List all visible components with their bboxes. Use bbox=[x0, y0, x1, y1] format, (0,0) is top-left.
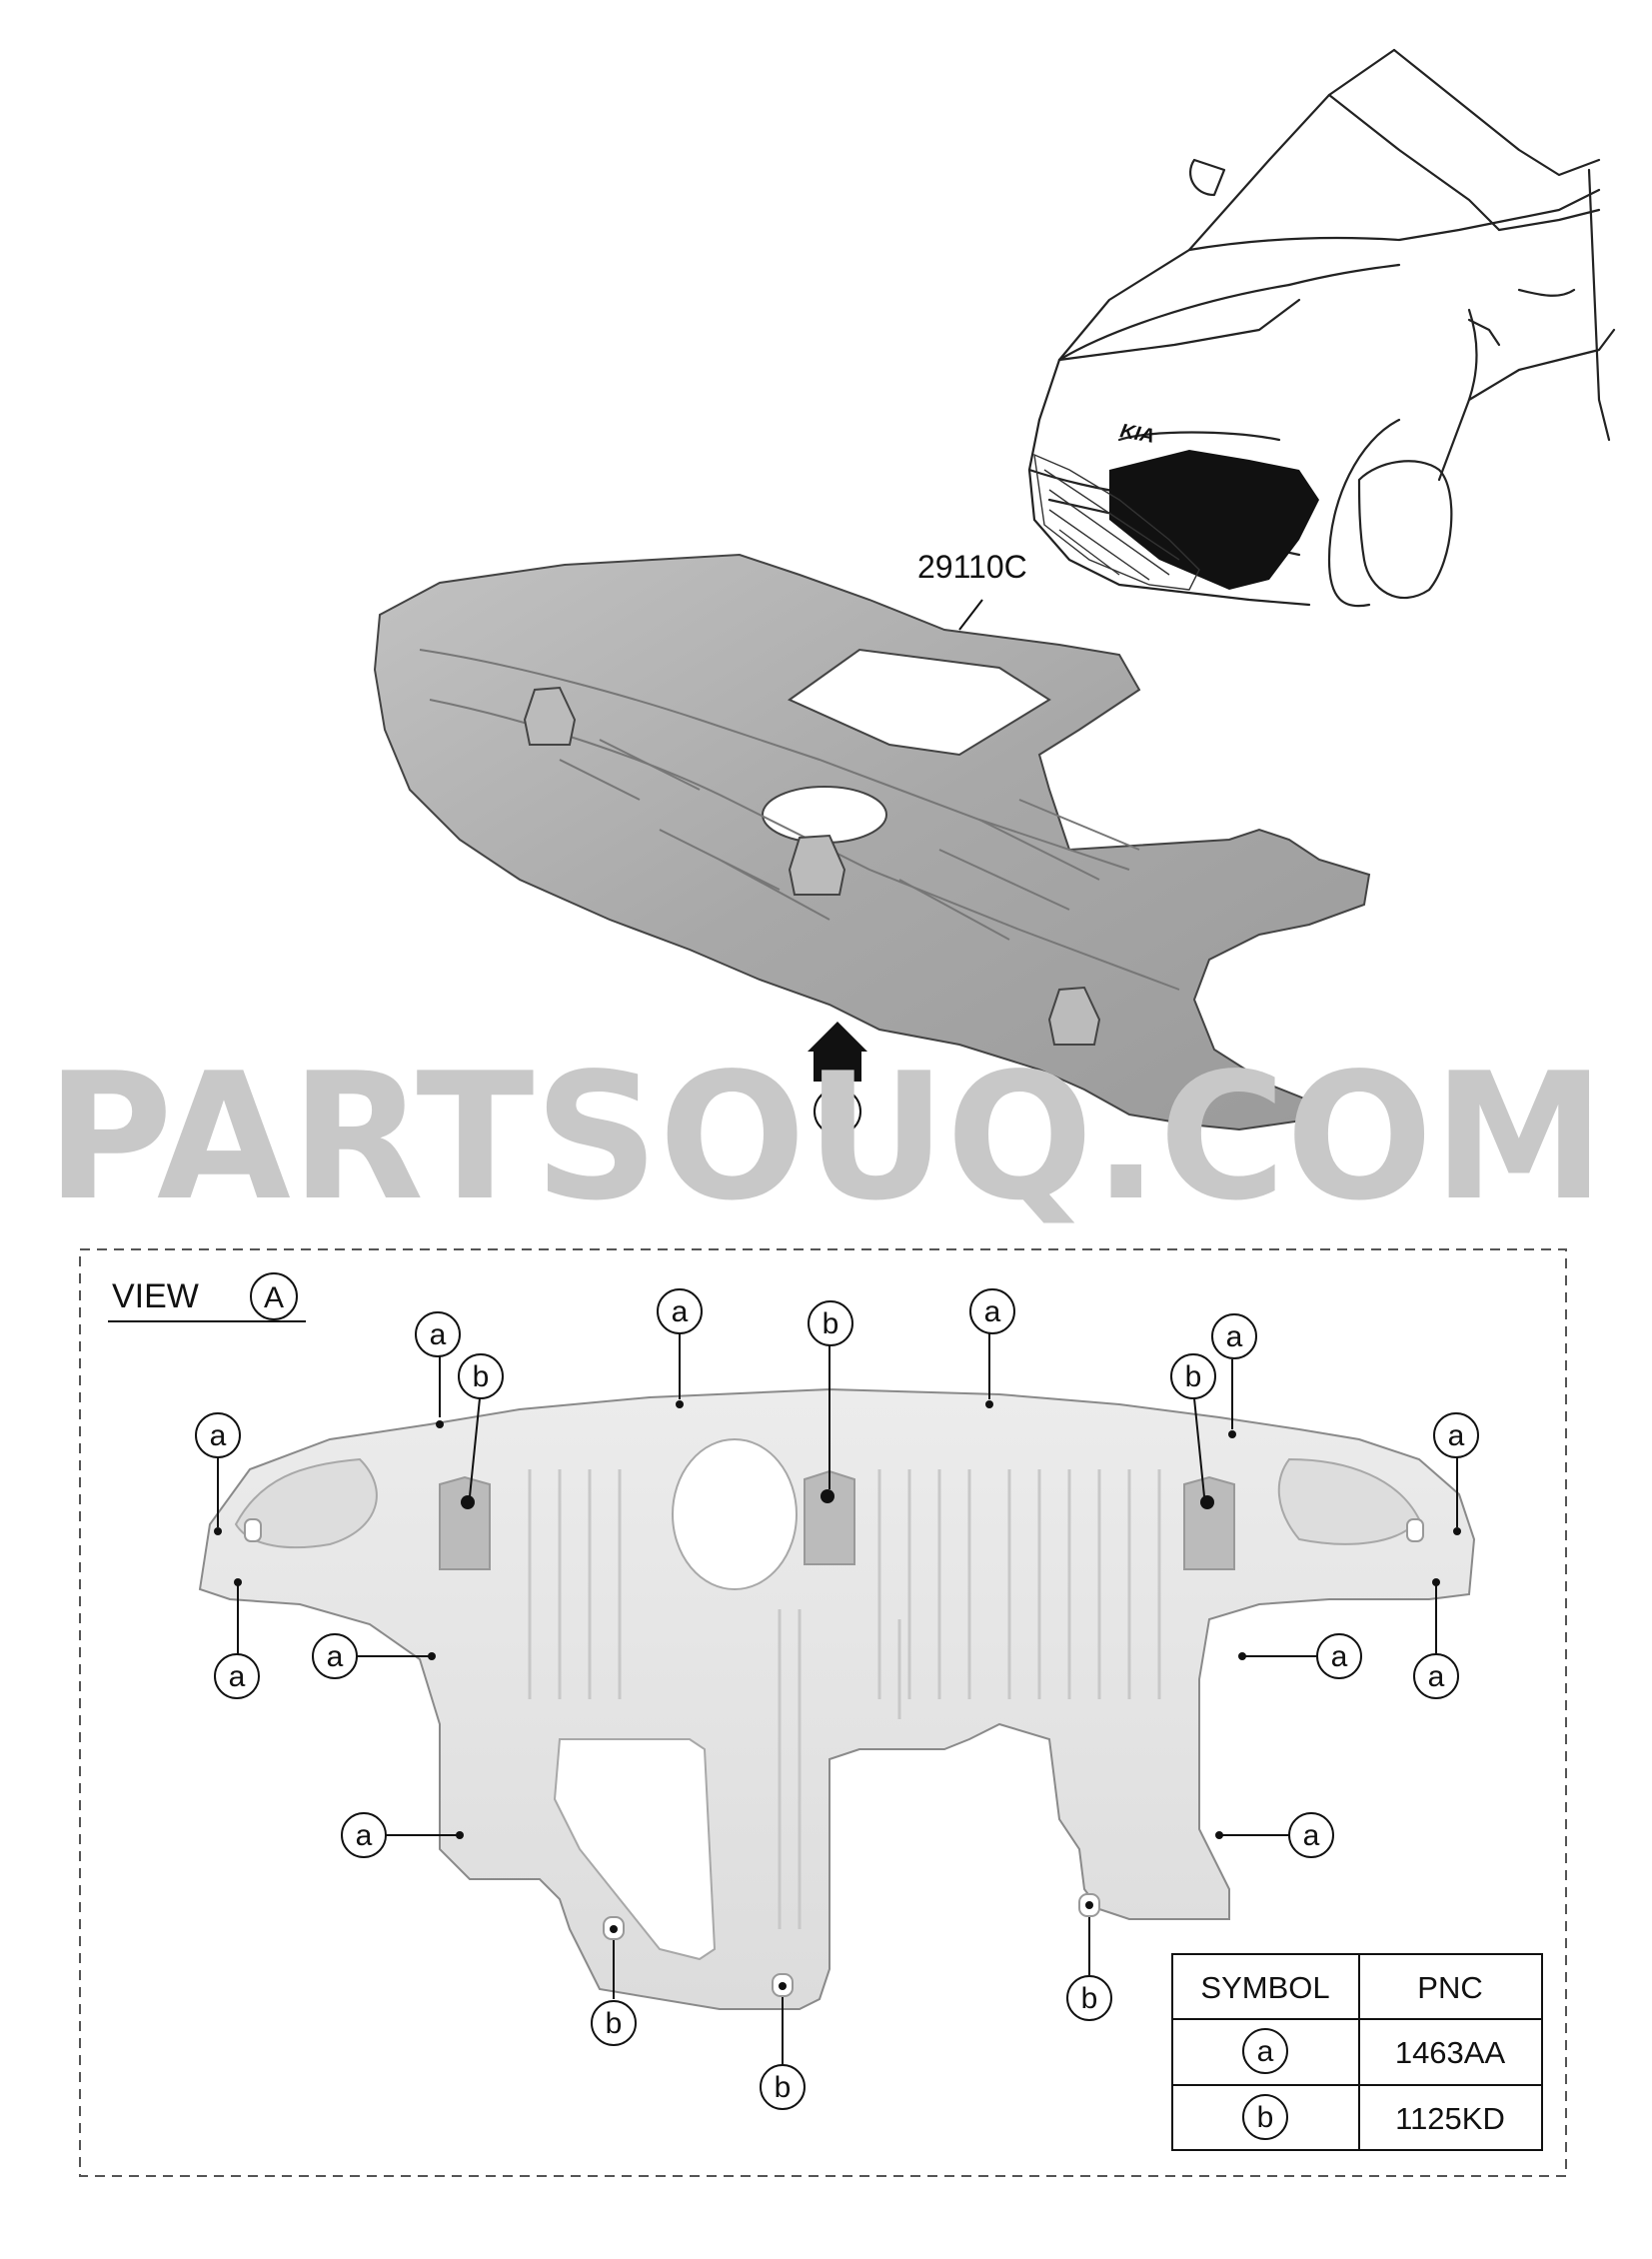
callout-a: a bbox=[1221, 1812, 1334, 1858]
svg-text:A: A bbox=[827, 1097, 847, 1130]
vehicle-location-illustration bbox=[1027, 48, 1616, 608]
callout-b: b bbox=[1066, 1909, 1112, 2021]
under-cover-bottom-view bbox=[198, 1387, 1476, 2010]
legend-symbol-b: b bbox=[1257, 2101, 1274, 2134]
svg-text:a: a bbox=[1226, 1320, 1243, 1353]
legend-header-symbol: SYMBOL bbox=[1200, 1970, 1329, 2005]
svg-text:b: b bbox=[606, 2007, 623, 2040]
watermark: PARTSOUQ.COM bbox=[46, 1037, 1605, 1239]
callout-a: a bbox=[1433, 1412, 1479, 1527]
svg-text:VIEW: VIEW bbox=[112, 1277, 199, 1315]
callout-b: b bbox=[808, 1300, 853, 1489]
svg-text:b: b bbox=[1081, 1982, 1098, 2015]
callout-b: b bbox=[1170, 1353, 1216, 1497]
legend-table: SYMBOL PNC a 1463AA b 1125KD bbox=[1171, 1953, 1543, 2151]
callout-a: a bbox=[415, 1311, 461, 1417]
front-grille bbox=[1033, 453, 1200, 591]
under-cover-3d-view bbox=[373, 553, 1371, 1131]
callout-a: a bbox=[657, 1288, 703, 1399]
kia-logo: KIA bbox=[1118, 420, 1156, 448]
callout-a: a bbox=[214, 1585, 260, 1699]
callout-b: b bbox=[591, 1934, 637, 2046]
svg-text:a: a bbox=[430, 1318, 447, 1351]
svg-text:b: b bbox=[1185, 1360, 1202, 1393]
callout-a: a bbox=[1211, 1313, 1257, 1429]
svg-text:KIA: KIA bbox=[1118, 420, 1156, 448]
fastener-b-callouts: b b b b b b bbox=[458, 1300, 1216, 2110]
svg-text:a: a bbox=[327, 1640, 344, 1673]
svg-text:A: A bbox=[264, 1281, 284, 1314]
svg-text:a: a bbox=[229, 1660, 246, 1693]
part-number-callout: 29110C bbox=[917, 549, 1027, 631]
svg-text:a: a bbox=[984, 1295, 1001, 1328]
svg-text:a: a bbox=[1448, 1419, 1465, 1452]
callout-a: a bbox=[312, 1633, 430, 1679]
svg-text:a: a bbox=[1331, 1640, 1348, 1673]
view-marker: A bbox=[814, 1088, 861, 1135]
callout-a: a bbox=[195, 1412, 241, 1527]
svg-text:a: a bbox=[672, 1295, 689, 1328]
svg-text:b: b bbox=[473, 1360, 490, 1393]
callout-b: b bbox=[760, 1991, 806, 2110]
view-a-title: VIEW A bbox=[108, 1272, 306, 1322]
callout-a: a bbox=[1244, 1633, 1362, 1679]
fastener-a-callouts: a a a a a a a bbox=[195, 1288, 1479, 1858]
svg-text:b: b bbox=[775, 2071, 792, 2104]
callout-a: a bbox=[969, 1288, 1015, 1399]
legend-header-pnc: PNC bbox=[1417, 1970, 1482, 2005]
svg-text:a: a bbox=[210, 1419, 227, 1452]
callout-a: a bbox=[341, 1812, 458, 1858]
callout-b: b bbox=[458, 1353, 504, 1497]
svg-text:b: b bbox=[823, 1307, 839, 1340]
callout-a: a bbox=[1413, 1585, 1459, 1699]
legend-pnc-a: 1463AA bbox=[1395, 2035, 1506, 2070]
view-direction-arrow bbox=[808, 1022, 867, 1082]
svg-text:29110C: 29110C bbox=[917, 549, 1027, 585]
legend-symbol-a: a bbox=[1257, 2035, 1274, 2068]
legend-pnc-b: 1125KD bbox=[1395, 2101, 1505, 2136]
svg-text:a: a bbox=[1428, 1660, 1445, 1693]
svg-text:a: a bbox=[1303, 1819, 1320, 1852]
shield-location-highlight bbox=[1109, 450, 1319, 590]
svg-text:a: a bbox=[356, 1819, 373, 1852]
